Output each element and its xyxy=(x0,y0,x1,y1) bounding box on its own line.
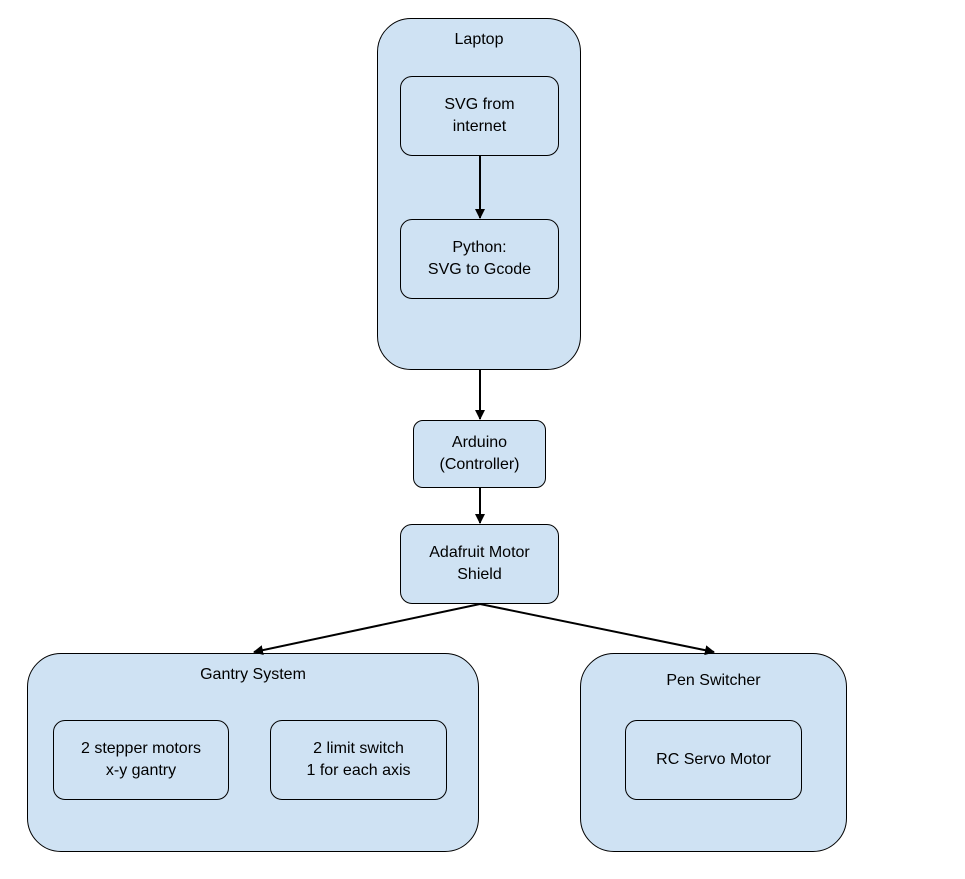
pen-switcher-title: Pen Switcher xyxy=(666,672,761,689)
laptop-group: Laptop xyxy=(377,18,581,370)
arduino-controller-node: Arduino (Controller) xyxy=(413,420,546,488)
gantry-system-title: Gantry System xyxy=(200,666,306,683)
arrow-shield-to-pen-switcher xyxy=(479,603,715,656)
pen-switcher-group: Pen Switcher xyxy=(580,653,847,852)
python-svg-to-gcode-node: Python: SVG to Gcode xyxy=(400,219,559,299)
limit-switch-node: 2 limit switch 1 for each axis xyxy=(270,720,447,800)
rc-servo-motor-node: RC Servo Motor xyxy=(625,720,802,800)
stepper-motors-node: 2 stepper motors x-y gantry xyxy=(53,720,229,800)
adafruit-motor-shield-node: Adafruit Motor Shield xyxy=(400,524,559,604)
arrow-shield-to-gantry xyxy=(253,603,481,656)
svg-from-internet-node: SVG from internet xyxy=(400,76,559,156)
laptop-title: Laptop xyxy=(454,31,504,48)
